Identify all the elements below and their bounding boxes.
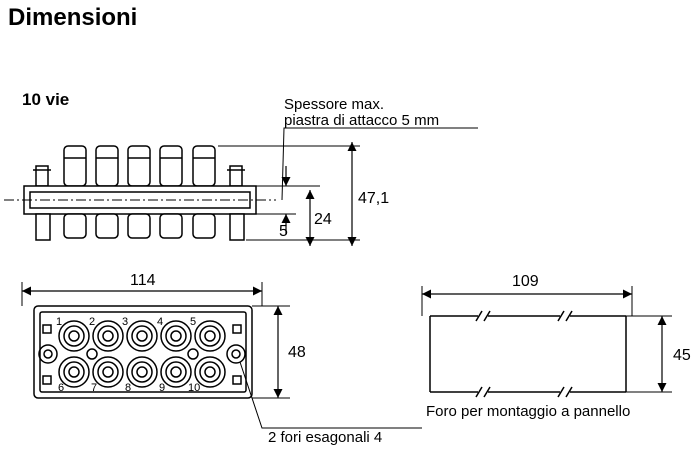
front-view-ports-top bbox=[58, 320, 226, 352]
front-view-port-numbers: 1 2 3 4 5 6 7 8 9 10 bbox=[56, 316, 200, 394]
front-view bbox=[21, 282, 422, 429]
port-number: 9 bbox=[159, 382, 165, 394]
panel-cutout bbox=[421, 286, 672, 398]
dimension-47-1: 47,1 bbox=[358, 190, 389, 207]
variant-subtitle: 10 vie bbox=[22, 90, 70, 109]
cutout-caption: Foro per montaggio a pannello bbox=[426, 403, 630, 420]
dimension-24: 24 bbox=[314, 211, 332, 228]
port-number: 3 bbox=[122, 316, 128, 328]
port-number: 10 bbox=[188, 382, 200, 394]
port-number: 6 bbox=[58, 382, 64, 394]
dimension-114: 114 bbox=[130, 272, 156, 289]
dimension-48: 48 bbox=[288, 344, 306, 361]
port-number: 2 bbox=[89, 316, 95, 328]
side-view-bottom-fittings bbox=[35, 213, 245, 241]
plate-thickness-note-line1: Spessore max. bbox=[284, 96, 384, 113]
hex-holes-note: 2 fori esagonali 4 bbox=[268, 429, 382, 446]
side-view bbox=[4, 127, 478, 246]
port-number: 8 bbox=[125, 382, 131, 394]
port-number: 7 bbox=[91, 382, 97, 394]
dimension-5: 5 bbox=[279, 223, 288, 240]
side-view-top-fittings bbox=[63, 145, 216, 187]
dimension-45: 45 bbox=[673, 347, 691, 364]
plate-thickness-note-line2: piastra di attacco 5 mm bbox=[284, 112, 439, 129]
front-view-ports-bottom bbox=[58, 356, 226, 388]
page-title: Dimensioni bbox=[8, 4, 138, 31]
dimension-109: 109 bbox=[512, 273, 539, 290]
port-number: 4 bbox=[157, 316, 163, 328]
port-number: 5 bbox=[190, 316, 196, 328]
port-number: 1 bbox=[56, 316, 62, 328]
